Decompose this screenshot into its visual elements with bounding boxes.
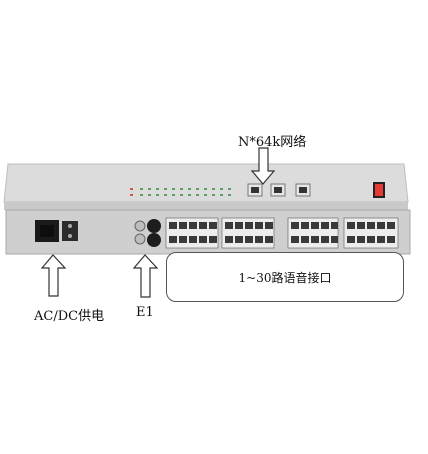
voice-ports-box: 1~30路语音接口 (166, 252, 404, 302)
arrow-network (250, 147, 276, 185)
power-label: AC/DC供电 (34, 309, 105, 324)
voice-ports-label: 1~30路语音接口 (238, 270, 332, 285)
network-ports (247, 183, 311, 197)
power-switch (373, 182, 385, 198)
e1-connectors (134, 219, 161, 247)
arrow-power (40, 254, 67, 297)
rear-chassis (3, 163, 409, 210)
e1-label: E1 (136, 305, 154, 320)
power-inlet (35, 220, 78, 242)
arrow-e1 (132, 254, 159, 298)
front-chassis (5, 209, 411, 255)
voice-port-holes (169, 222, 395, 243)
network-label: N*64k网络 (238, 135, 307, 150)
status-leds (130, 188, 231, 196)
